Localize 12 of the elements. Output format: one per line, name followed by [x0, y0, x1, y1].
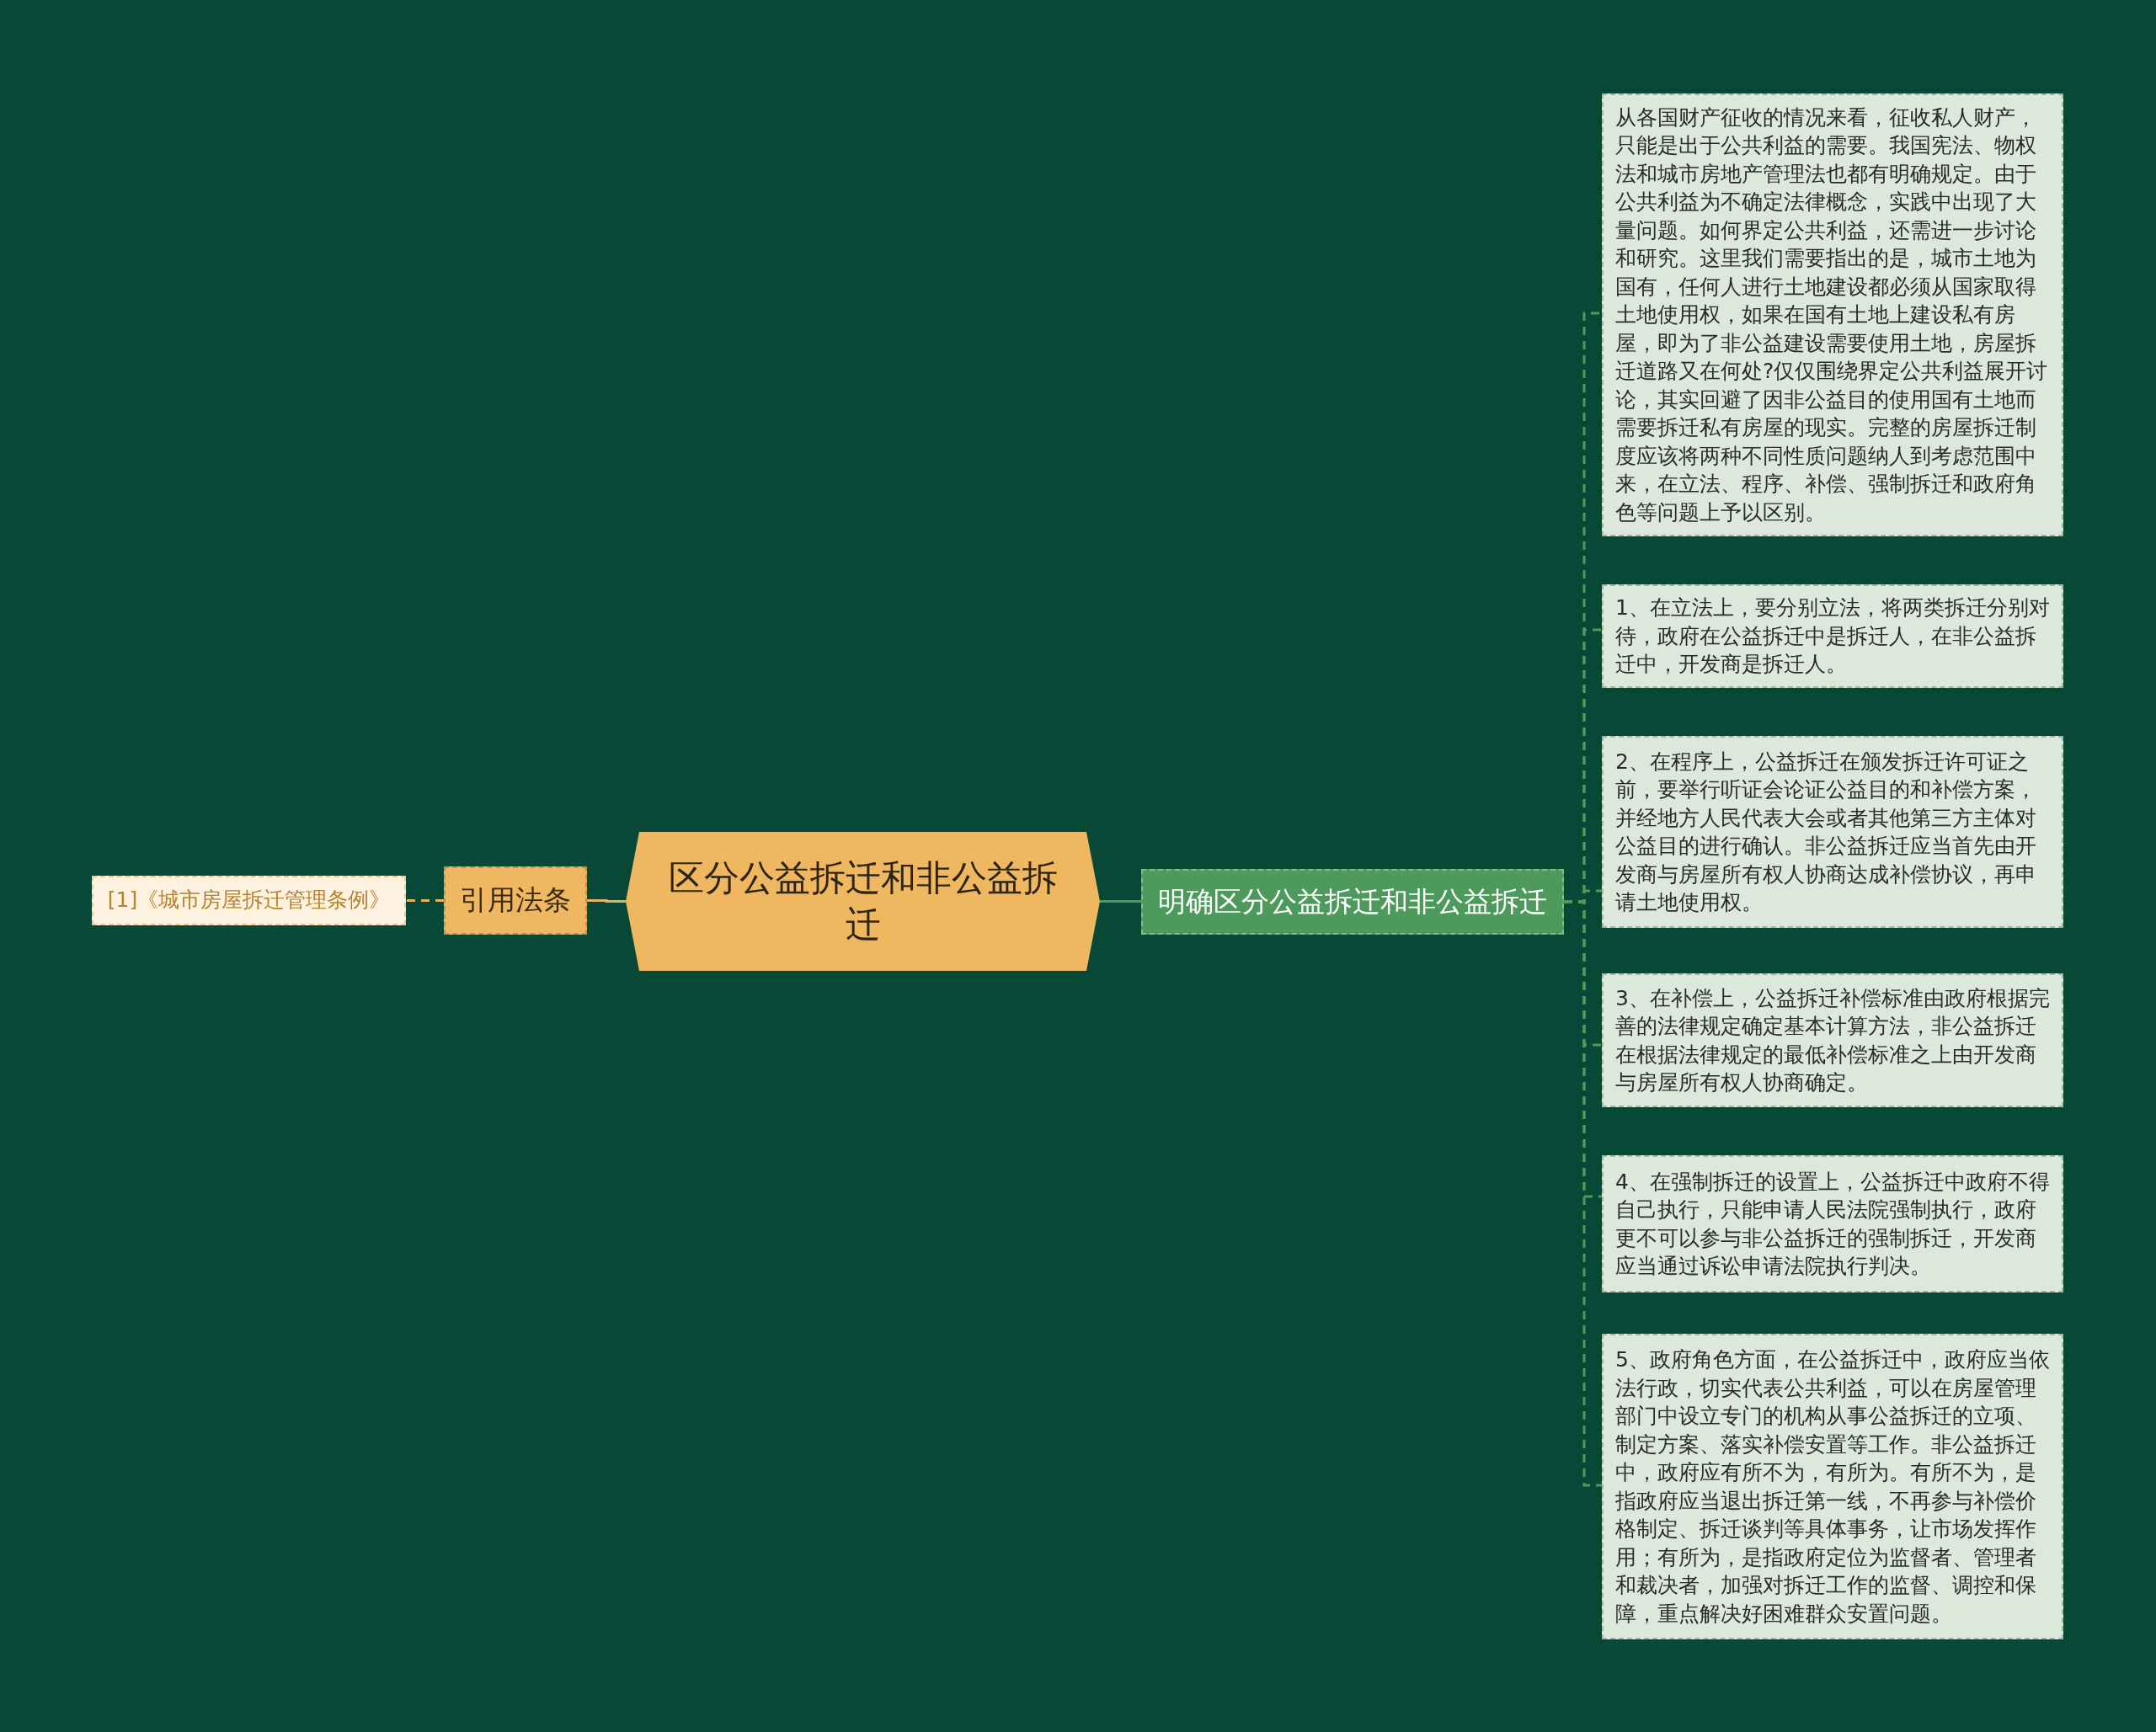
branch-box: 明确区分公益拆迁和非公益拆迁 [1141, 869, 1564, 935]
note-box: 1、在立法上，要分别立法，将两类拆迁分别对待，政府在公益拆迁中是拆迁人，在非公益拆迁中，开发商是拆迁人。 [1602, 584, 2063, 688]
connector-line [1100, 900, 1141, 903]
note-box: 4、在强制拆迁的设置上，公益拆迁中政府不得自己执行，只能申请人民法院强制执行，政府更不可以参与非公益拆迁的强制拆迁，开发商应当通过诉讼申请法院执行判决。 [1602, 1155, 2063, 1292]
connector-line [406, 899, 444, 902]
note-box: 3、在补偿上，公益拆迁补偿标准由政府根据完善的法律规定确定基本计算方法，非公益拆迁在根据法律规定的最低补偿标准之上由开发商与房屋所有权人协商确定。 [1602, 973, 2063, 1107]
category-box: 引用法条 [444, 866, 587, 935]
note-box: 2、在程序上，公益拆迁在颁发拆迁许可证之前，要举行听证会论证公益目的和补偿方案，并经地方人民代表大会或者其他第三方主体对公益目的进行确认。非公益拆迁应当首先由开发商与房屋所有权人协商达成补偿协议，再申请土地使用权。 [1602, 736, 2063, 928]
note-box: 从各国财产征收的情况来看，征收私人财产，只能是出于公共利益的需要。我国宪法、物权法和城市房地产管理法也都有明确规定。由于公共利益为不确定法律概念，实践中出现了大量问题。如何界定公共利益，还需进一步讨论和研究。这里我们需要指出的是，城市土地为国有，任何人进行土地建设都必须从国家取得土地使用权，如果在国有土地上建设私有房屋，即为了非公益建设需要使用土地，房屋拆迁道路又在何处?仅仅围绕界定公共利益展开讨论，其实回避了因非公益目的使用国有土地而需要拆迁私有房屋的现实。完整的房屋拆迁制度应该将两种不同性质问题纳人到考虑范围中来，在立法、程序、补偿、强制拆迁和政府角色等问题上予以区别。 [1602, 93, 2063, 536]
reference-box: [1]《城市房屋拆迁管理条例》 [92, 876, 406, 925]
connector-line [587, 899, 626, 903]
note-box: 5、政府角色方面，在公益拆迁中，政府应当依法行政，切实代表公共利益，可以在房屋管理部门中设立专门的机构从事公益拆迁的立项、制定方案、落实补偿安置等工作。非公益拆迁中，政府应有所不为，有所为。有所不为，是指政府应当退出拆迁第一线，不再参与补偿价格制定、拆迁谈判等具体事务，让市场发挥作用；有所为，是指政府定位为监督者、管理者和裁决者，加强对拆迁工作的监督、调控和保障，重点解决好困难群众安置问题。 [1602, 1334, 2063, 1639]
